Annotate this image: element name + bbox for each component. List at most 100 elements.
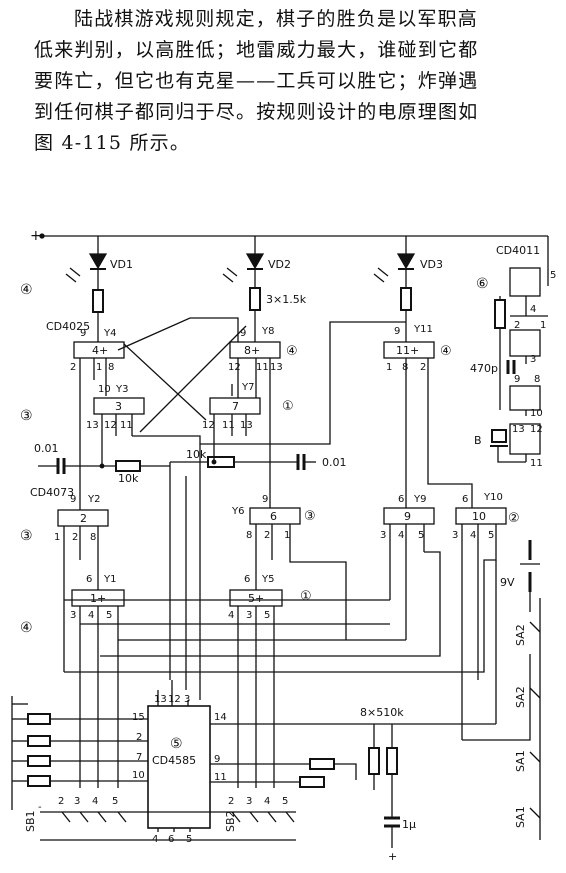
paragraph-line: 图 4-115 所示。 [34, 132, 191, 154]
svg-text:10: 10 [530, 408, 543, 419]
supply-rail: + [30, 228, 548, 244]
svg-text:11: 11 [120, 420, 133, 431]
paragraph-line: 陆战棋游戏规则规定，棋子的胜负是以军职高 [74, 8, 479, 30]
svg-text:11: 11 [256, 362, 269, 373]
svg-text:④: ④ [286, 344, 298, 359]
svg-text:2: 2 [136, 732, 142, 743]
gate-9: 6 Y9 9 3 4 5 [380, 358, 435, 640]
svg-text:6: 6 [462, 494, 468, 505]
svg-text:④: ④ [440, 344, 452, 359]
gate-4: 9 Y4 4+ 2 1 8 [70, 328, 125, 380]
gate-8: 9 Y8 8+ ④ 12 11 13 [228, 326, 298, 398]
svg-text:2: 2 [80, 512, 87, 525]
battery-label: 9V [500, 576, 515, 589]
svg-text:7: 7 [136, 752, 142, 763]
svg-text:10: 10 [132, 770, 145, 781]
svg-text:③: ③ [304, 509, 316, 524]
res-left-label: 10k [118, 472, 139, 485]
svg-text:13: 13 [270, 362, 283, 373]
svg-text:⑤: ⑤ [170, 736, 183, 752]
svg-text:5+: 5+ [248, 592, 264, 605]
svg-text:11: 11 [214, 772, 227, 783]
cd4011-label: CD4011 [496, 244, 540, 257]
y6-label: Y6 [231, 506, 244, 517]
svg-text:+: + [388, 850, 397, 863]
svg-text:12: 12 [530, 424, 543, 435]
svg-text:5: 5 [488, 530, 494, 541]
svg-text:⑥: ⑥ [476, 276, 489, 292]
svg-text:10: 10 [98, 384, 111, 395]
circled-4-label: ④ [20, 282, 33, 298]
svg-text:2: 2 [514, 320, 520, 331]
svg-text:9: 9 [262, 494, 268, 505]
vd1-label: VD1 [110, 258, 133, 271]
svg-text:9: 9 [240, 328, 246, 339]
cross-wires [105, 317, 406, 440]
cap-bottom-label: 1μ [402, 818, 416, 831]
svg-text:8: 8 [246, 530, 252, 541]
switch-sa2a-label: SA2 [514, 624, 527, 646]
svg-text:1: 1 [284, 530, 290, 541]
svg-text:8: 8 [534, 374, 540, 385]
description-paragraph: 陆战棋游戏规则规定，棋子的胜负是以军职高 低来判别，以高胜低；地雷威力最大，谁碰… [34, 4, 554, 159]
svg-text:10: 10 [472, 510, 486, 523]
svg-text:③: ③ [20, 528, 33, 544]
bottom-capacitor: 1μ + [384, 808, 416, 863]
svg-text:3: 3 [380, 530, 386, 541]
svg-text:1: 1 [386, 362, 392, 373]
svg-text:①: ① [300, 589, 312, 604]
svg-text:4: 4 [88, 610, 94, 621]
buzzer-label: B [474, 434, 482, 447]
svg-text:12: 12 [104, 420, 117, 431]
svg-text:9: 9 [214, 754, 220, 765]
svg-text:8+: 8+ [244, 344, 260, 357]
svg-text:15: 15 [132, 712, 145, 723]
svg-text:5: 5 [550, 270, 556, 281]
svg-text:1+: 1+ [90, 592, 106, 605]
svg-text:11: 11 [530, 458, 543, 469]
cap-left-label: 0.01 [34, 442, 59, 455]
svg-text:2: 2 [264, 530, 270, 541]
svg-text:12: 12 [202, 420, 215, 431]
svg-text:8: 8 [90, 532, 96, 543]
svg-text:2: 2 [58, 796, 64, 807]
svg-text:6: 6 [398, 494, 404, 505]
gate-1: 6 Y1 1+ 3 4 5 [70, 560, 125, 788]
led-vd2: VD2 3×1.5k [222, 236, 307, 328]
svg-text:13: 13 [512, 424, 525, 435]
svg-text:3: 3 [115, 400, 122, 413]
svg-text:4+: 4+ [92, 344, 108, 357]
svg-text:14: 14 [214, 712, 227, 723]
svg-text:①: ① [282, 399, 294, 414]
sb2-label: SB2 [224, 810, 237, 832]
svg-text:9: 9 [70, 494, 76, 505]
svg-text:9: 9 [80, 328, 86, 339]
gate-7: Y7 7 ① 12 11 13 [202, 382, 294, 436]
y1-label: Y1 [103, 574, 116, 585]
y5-label: Y5 [261, 574, 274, 585]
svg-text:2: 2 [228, 796, 234, 807]
vd2-label: VD2 [268, 258, 291, 271]
svg-text:2: 2 [70, 362, 76, 373]
svg-text:6: 6 [270, 510, 277, 523]
cd4073-label: CD4073 [30, 486, 74, 499]
supply-plus-label: + [30, 228, 42, 244]
cd4585-comparator: ⑤ CD4585 13 12 3 15 2 7 10 14 9 11 4 6 5… [132, 560, 497, 845]
paragraph-line: 要阵亡，但它也有克星——工兵可以胜它；炸弹遇 [34, 70, 479, 92]
switch-sa1b-label: SA1 [514, 806, 527, 828]
svg-text:3: 3 [530, 354, 536, 365]
svg-text:3: 3 [246, 796, 252, 807]
svg-text:2: 2 [420, 362, 426, 373]
svg-text:13: 13 [86, 420, 99, 431]
cap-mid-label: 0.01 [322, 456, 347, 469]
svg-text:④: ④ [20, 620, 33, 636]
gate-5: 6 Y5 5+ ① 4 3 5 [228, 560, 312, 788]
led-vd3: VD3 [373, 236, 443, 328]
svg-text:3: 3 [184, 694, 190, 705]
cd4011-oscillator: CD4011 ⑥ 5 4 2 1 3 470p 9 8 10 13 12 11 … [470, 236, 556, 469]
svg-text:13: 13 [154, 694, 167, 705]
svg-text:1: 1 [54, 532, 60, 543]
y3-label: Y3 [115, 384, 128, 395]
y10-label: Y10 [483, 492, 503, 503]
